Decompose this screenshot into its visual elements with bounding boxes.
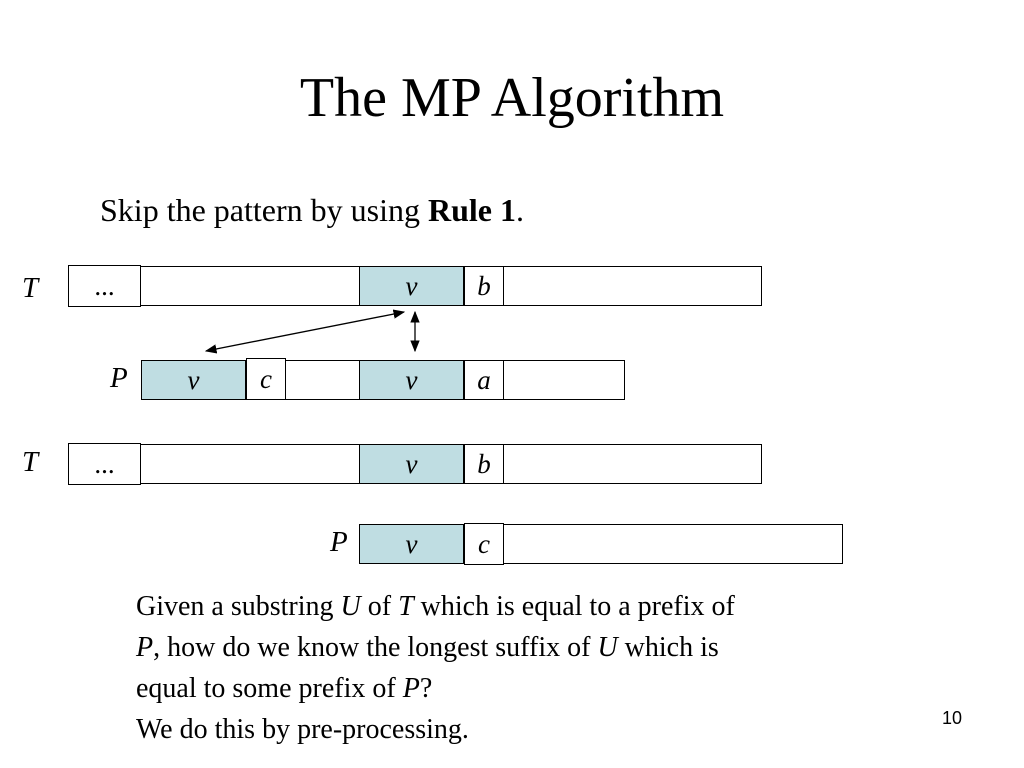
row4-cell-v: v <box>359 524 464 564</box>
row2-cell-v: v <box>359 360 464 400</box>
row4-label: P <box>330 526 348 558</box>
row3-cell-ellipsis: ... <box>68 443 141 485</box>
description-line-4: We do this by pre-processing. <box>136 714 469 745</box>
row3-cell-b: b <box>464 444 504 484</box>
desc-text: equal to some prefix of <box>136 673 403 704</box>
description-paragraph: Given a substring U of T which is equal … <box>136 586 896 750</box>
desc-var-t: T <box>398 591 414 622</box>
row1-cell-ellipsis: ... <box>68 265 141 307</box>
description-line-2: P, how do we know the longest suffix of … <box>136 627 896 668</box>
page-number: 10 <box>941 708 963 728</box>
row4-cell-c: c <box>464 523 504 565</box>
desc-text: of <box>360 591 399 622</box>
desc-text: which is equal to a prefix of <box>413 591 735 622</box>
row3-label: T <box>22 446 39 478</box>
row3-cell-v: v <box>359 444 464 484</box>
row2-cell-v-prefix: v <box>141 360 246 400</box>
suffix-to-prefix-arrow <box>204 309 406 354</box>
desc-var-u: U <box>340 591 361 622</box>
subtitle-text: Skip the pattern by using <box>100 192 428 228</box>
desc-var-p: P <box>136 632 154 663</box>
row1-cell-v: v <box>359 266 464 306</box>
desc-var-p: P <box>402 673 420 704</box>
row2-cell-a: a <box>464 360 504 400</box>
subtitle-rule-name: Rule 1 <box>427 192 516 228</box>
description-line-1: Given a substring U of T which is equal … <box>136 586 896 627</box>
desc-var-u: U <box>597 632 618 663</box>
row2-cell-c: c <box>246 358 286 400</box>
subtitle-period: . <box>515 192 524 228</box>
row1-label: T <box>22 272 39 304</box>
row2-label: P <box>110 362 128 394</box>
description-line-3: equal to some prefix of P? <box>136 668 896 709</box>
slide-title: The MP Algorithm <box>299 67 725 129</box>
row1-cell-b: b <box>464 266 504 306</box>
desc-text: Given a substring <box>136 591 341 622</box>
slide-subtitle: Skip the pattern by using Rule 1. <box>100 190 524 230</box>
desc-text: which is <box>617 632 719 663</box>
desc-text: , how do we know the longest suffix of <box>153 632 598 663</box>
desc-text: ? <box>419 673 433 704</box>
